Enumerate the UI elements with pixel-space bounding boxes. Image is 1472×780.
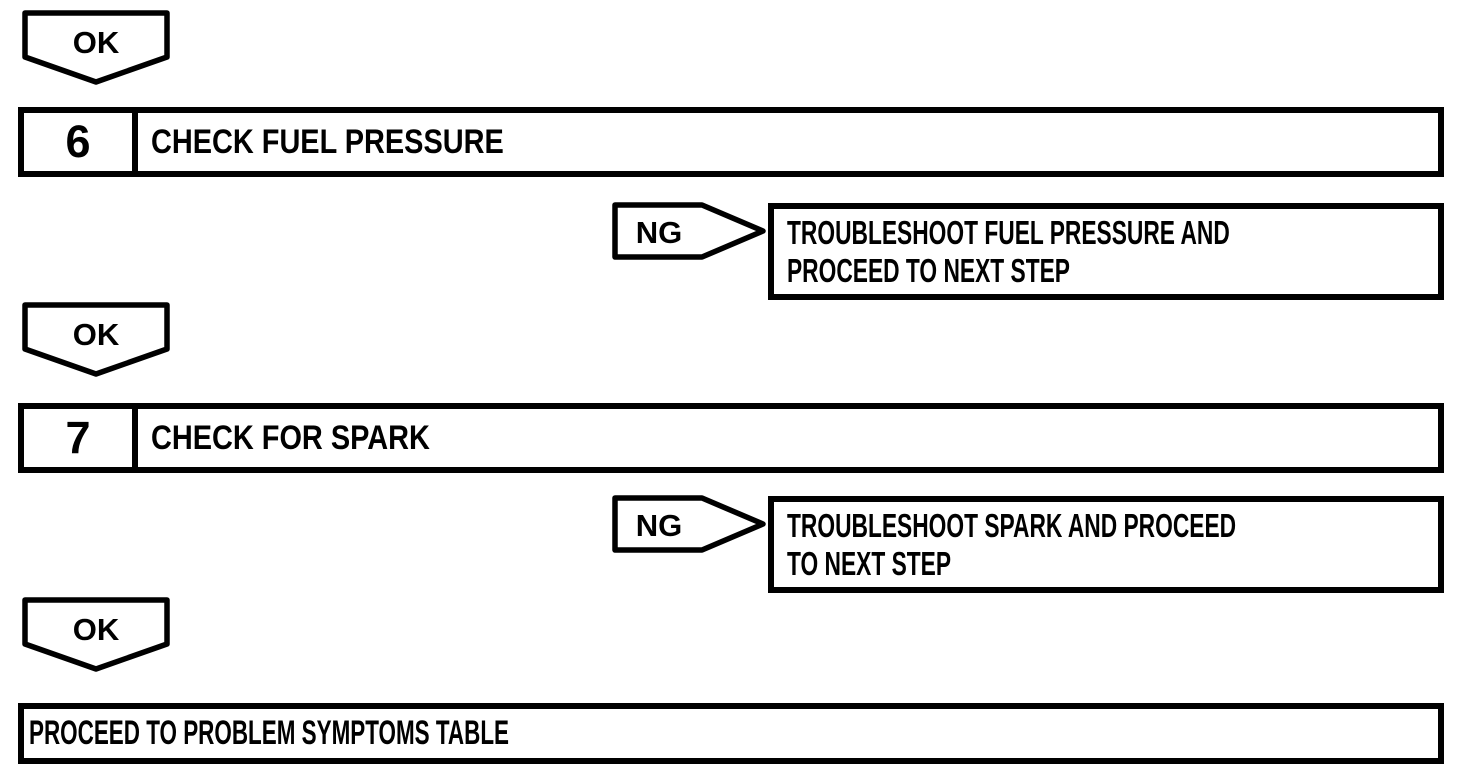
ng-result-box-2: TROUBLESHOOT SPARK AND PROCEED TO NEXT S… (768, 496, 1444, 593)
step-number: 6 (24, 113, 138, 171)
step-number: 7 (24, 409, 138, 467)
ok-connector-2: OK (20, 300, 172, 385)
ng-pentagon-right-icon: NG (612, 202, 766, 260)
ng-label: NG (636, 508, 683, 543)
ng-shape (612, 202, 766, 260)
step-title-text: CHECK FUEL PRESSURE (151, 122, 504, 161)
step-box-6: 6 CHECK FUEL PRESSURE (18, 107, 1444, 177)
ng-result-line: PROCEED TO NEXT STEP (787, 252, 1070, 289)
ok-connector-1: OK (20, 8, 172, 93)
final-action-box: PROCEED TO PROBLEM SYMPTOMS TABLE (18, 703, 1444, 764)
ng-arrow-1: NG (610, 200, 770, 269)
ok-pentagon-down-icon: OK (22, 10, 170, 85)
final-action-text: PROCEED TO PROBLEM SYMPTOMS TABLE (29, 714, 510, 752)
ng-arrow-2: NG (610, 493, 770, 562)
step-title-text: CHECK FOR SPARK (151, 418, 430, 457)
ok-pentagon-down-icon: OK (22, 302, 170, 377)
ng-pentagon-right-icon: NG (612, 495, 766, 553)
ng-shape (612, 495, 766, 553)
ng-result-line: TROUBLESHOOT SPARK AND PROCEED (787, 507, 1237, 544)
ng-result-line: TROUBLESHOOT FUEL PRESSURE AND (787, 214, 1230, 251)
ng-label: NG (636, 215, 683, 250)
ok-pentagon-down-icon: OK (22, 597, 170, 672)
ok-label: OK (73, 25, 120, 60)
ok-label: OK (73, 612, 120, 647)
ng-result-line: TO NEXT STEP (787, 545, 952, 582)
step-title: CHECK FUEL PRESSURE (138, 113, 1438, 171)
ok-connector-3: OK (20, 595, 172, 680)
ok-shape (22, 10, 170, 85)
step-box-7: 7 CHECK FOR SPARK (18, 403, 1444, 473)
ok-label: OK (73, 317, 120, 352)
ok-shape (22, 597, 170, 672)
step-title: CHECK FOR SPARK (138, 409, 1438, 467)
ng-result-box-1: TROUBLESHOOT FUEL PRESSURE AND PROCEED T… (768, 203, 1444, 300)
ok-shape (22, 302, 170, 377)
